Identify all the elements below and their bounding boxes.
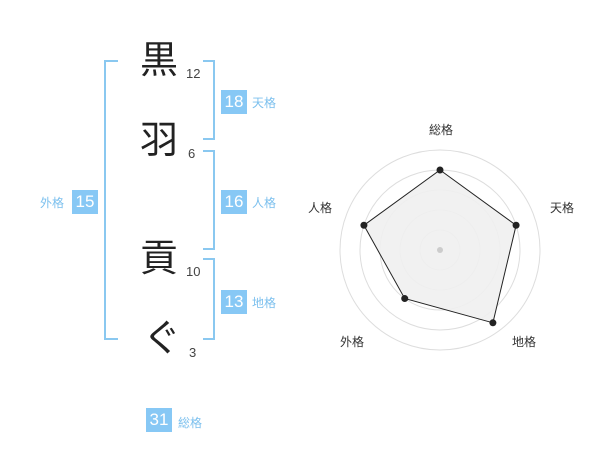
gaikaku-value: 15: [72, 190, 98, 214]
tenkaku-value: 18: [221, 90, 247, 114]
radar-label-tenkaku: 天格: [550, 200, 574, 215]
radar-points: [360, 166, 520, 327]
gaikaku-label: 外格: [40, 196, 65, 210]
name-char-2: 羽: [140, 118, 179, 162]
radar-label-soukaku: 総格: [429, 122, 453, 137]
stroke-count-3: 10: [186, 264, 201, 279]
radar-data-polygon: [363, 169, 517, 324]
jinkaku-bracket: [203, 150, 215, 250]
jinkaku-label: 人格: [252, 196, 277, 210]
stroke-count-2: 6: [188, 146, 196, 161]
tenkaku-bracket: [203, 60, 215, 140]
radar-label-jinkaku: 人格: [308, 200, 332, 215]
name-char-1: 黒: [140, 38, 179, 82]
stroke-count-1: 12: [186, 66, 201, 81]
soukaku-label: 総格: [178, 416, 203, 430]
chikaku-label: 地格: [252, 296, 277, 310]
name-char-4: ぐ: [143, 316, 182, 360]
radar-point-3: [489, 319, 497, 327]
radar-point-4: [401, 295, 409, 303]
tenkaku-label: 天格: [252, 96, 277, 110]
radar-point-5: [360, 221, 368, 229]
gaikaku-bracket: [104, 60, 118, 340]
jinkaku-value: 16: [221, 190, 247, 214]
name-char-3: 貢: [140, 236, 179, 280]
chikaku-value: 13: [221, 290, 247, 314]
radar-point-2: [512, 221, 520, 229]
radar-chart: 総格 天格 地格 外格 人格: [308, 122, 574, 351]
radar-ring: [339, 149, 541, 351]
soukaku-value: 31: [146, 408, 172, 432]
radar-center-dot: [437, 247, 443, 253]
radar-point-1: [436, 166, 444, 174]
radar-label-chikaku: 地格: [512, 334, 536, 349]
radar-label-gaikaku: 外格: [340, 334, 364, 349]
chikaku-bracket: [203, 258, 215, 340]
stroke-count-4: 3: [189, 345, 197, 360]
